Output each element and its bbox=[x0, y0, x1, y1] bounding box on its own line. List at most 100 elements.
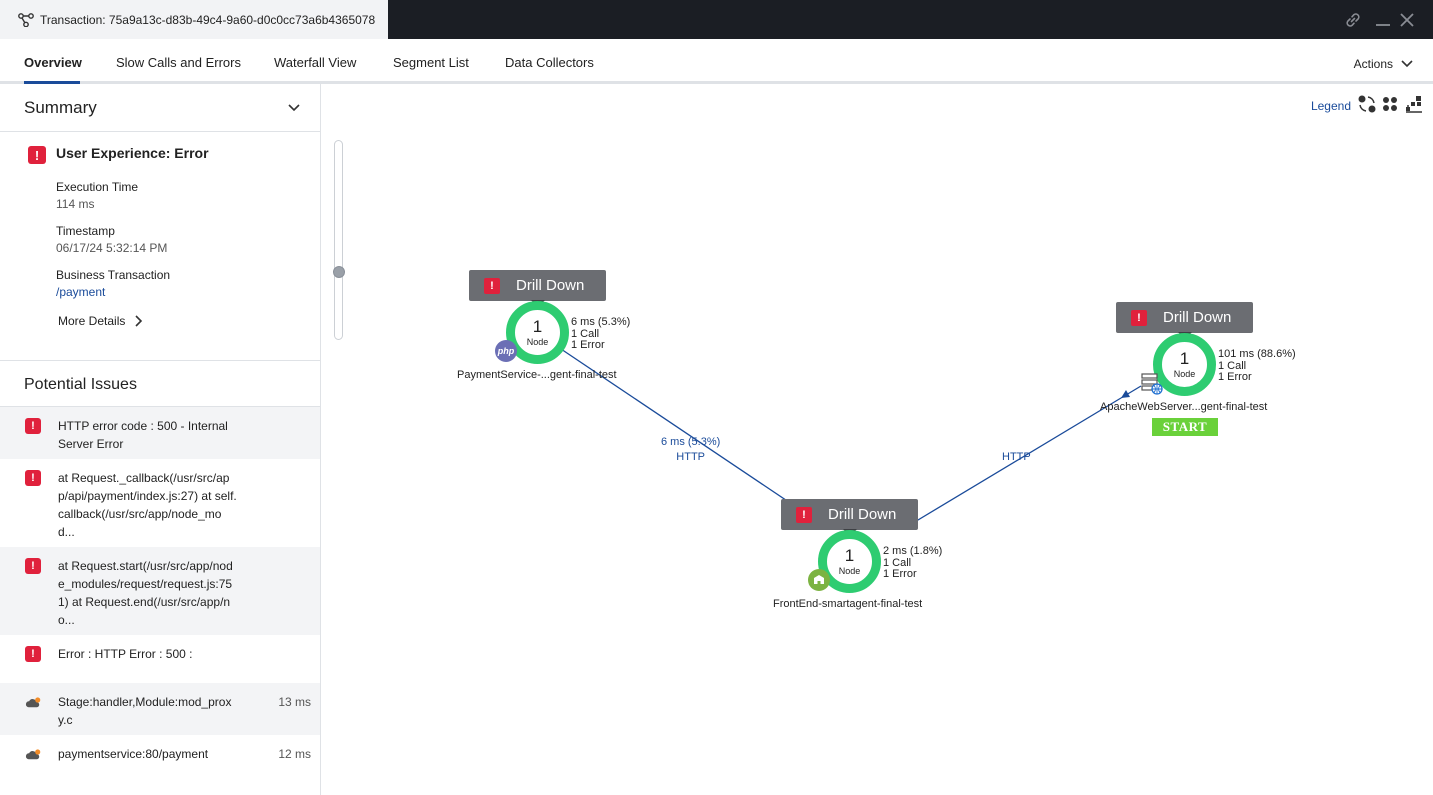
summary-header[interactable]: Summary bbox=[0, 84, 320, 132]
node-stats: 2 ms (1.8%) 1 Call 1 Error bbox=[883, 545, 943, 581]
node-apache[interactable]: 1 Node bbox=[1153, 333, 1216, 396]
flow-map[interactable]: Legend 6 ms (5.3%) HTTP HTTP ! Drill Dow… bbox=[321, 84, 1433, 795]
execution-time-label: Execution Time bbox=[56, 180, 139, 194]
node-time: 6 ms (5.3%) bbox=[571, 316, 631, 328]
business-transaction-link[interactable]: /payment bbox=[56, 285, 106, 299]
issue-item[interactable]: ! at Request.start(/usr/src/app/node_mod… bbox=[0, 547, 320, 635]
chevron-down-icon bbox=[1401, 60, 1413, 68]
drill-down-label: Drill Down bbox=[828, 506, 897, 523]
tab-data-collectors[interactable]: Data Collectors bbox=[505, 55, 594, 70]
error-icon: ! bbox=[484, 277, 500, 294]
node-time: 2 ms (1.8%) bbox=[883, 545, 943, 557]
edge-protocol: HTTP bbox=[1002, 451, 1031, 463]
divider bbox=[0, 406, 320, 407]
link-icon[interactable] bbox=[1342, 9, 1364, 31]
cloud-warning-icon bbox=[25, 749, 41, 760]
issue-time: 13 ms bbox=[278, 695, 311, 709]
execution-time-value: 114 ms bbox=[56, 197, 95, 211]
user-experience: ! User Experience: Error bbox=[28, 145, 209, 164]
drill-down-label: Drill Down bbox=[1163, 309, 1232, 326]
edge-protocol: HTTP bbox=[676, 451, 706, 463]
tab-segment-list[interactable]: Segment List bbox=[393, 55, 469, 70]
drill-down-button[interactable]: ! Drill Down bbox=[781, 499, 918, 536]
layout-auto-icon[interactable] bbox=[1357, 94, 1377, 114]
edge-arrowhead bbox=[1121, 390, 1130, 398]
transaction-icon bbox=[18, 12, 34, 27]
user-experience-title: User Experience: Error bbox=[56, 145, 209, 161]
drill-down-button[interactable]: ! Drill Down bbox=[1116, 302, 1253, 339]
issue-item[interactable]: ! Error : HTTP Error : 500 : bbox=[0, 635, 320, 683]
zoom-slider[interactable] bbox=[334, 140, 343, 340]
node-unit: Node bbox=[838, 566, 861, 576]
error-icon: ! bbox=[796, 506, 812, 523]
edge-label-payment[interactable]: 6 ms (5.3%) HTTP bbox=[661, 435, 720, 465]
business-transaction-label: Business Transaction bbox=[56, 268, 171, 282]
more-details-button[interactable]: More Details bbox=[58, 314, 143, 328]
issue-item[interactable]: ! at Request._callback(/usr/src/app/api/… bbox=[0, 459, 320, 547]
legend-link[interactable]: Legend bbox=[1310, 99, 1351, 113]
issue-text: at Request._callback(/usr/src/app/api/pa… bbox=[58, 471, 237, 539]
actions-menu[interactable]: Actions bbox=[1354, 57, 1413, 71]
edge-frontend-apache bbox=[902, 397, 1122, 530]
tab-overview[interactable]: Overview bbox=[24, 55, 82, 70]
edge-payment-frontend bbox=[560, 348, 827, 528]
flow-edges bbox=[560, 348, 1142, 530]
node-unit: Node bbox=[526, 337, 549, 347]
edge-time: 6 ms (5.3%) bbox=[661, 436, 721, 448]
zoom-slider-handle[interactable] bbox=[333, 266, 345, 278]
timestamp: Timestamp 06/17/24 5:32:14 PM bbox=[56, 224, 167, 255]
issue-item[interactable]: ! HTTP error code : 500 - Internal Serve… bbox=[0, 407, 320, 459]
start-badge: START bbox=[1152, 418, 1218, 436]
drill-down-button[interactable]: ! Drill Down bbox=[469, 270, 606, 307]
layout-tree-icon[interactable] bbox=[1404, 94, 1424, 114]
node-count: 1 bbox=[1179, 349, 1190, 368]
node-errors: 1 Error bbox=[1218, 371, 1252, 383]
tab-slow-calls-errors[interactable]: Slow Calls and Errors bbox=[116, 55, 241, 70]
node-calls: 1 Call bbox=[571, 327, 600, 340]
title-bar: Transaction: 75a9a13c-d83b-49c4-9a60-d0c… bbox=[0, 0, 1433, 39]
web-server-icon bbox=[1141, 373, 1163, 395]
node-errors: 1 Error bbox=[571, 339, 605, 351]
actions-label: Actions bbox=[1353, 57, 1393, 71]
error-icon: ! bbox=[25, 558, 41, 574]
issue-text: paymentservice:80/payment bbox=[58, 747, 209, 761]
more-details-label: More Details bbox=[58, 314, 126, 328]
error-icon: ! bbox=[28, 146, 46, 164]
node-count: 1 bbox=[844, 546, 855, 565]
issue-time: 12 ms bbox=[278, 747, 311, 761]
close-icon[interactable] bbox=[1396, 9, 1418, 31]
issue-item[interactable]: paymentservice:80/payment 12 ms bbox=[0, 735, 320, 775]
node-frontend[interactable]: 1 Node bbox=[818, 530, 881, 593]
window-tab[interactable]: Transaction: 75a9a13c-d83b-49c4-9a60-d0c… bbox=[0, 0, 388, 39]
issue-item[interactable]: Stage:handler,Module:mod_proxy.c 13 ms bbox=[0, 683, 320, 735]
divider bbox=[0, 360, 320, 361]
node-name: FrontEnd-smartagent-final-test bbox=[773, 598, 923, 610]
error-icon: ! bbox=[25, 418, 41, 434]
cloud-warning-icon bbox=[25, 697, 41, 708]
chevron-right-icon bbox=[135, 315, 143, 327]
php-icon: php bbox=[495, 340, 517, 362]
summary-title: Summary bbox=[24, 97, 97, 117]
timestamp-value: 06/17/24 5:32:14 PM bbox=[56, 241, 168, 255]
node-count: 1 bbox=[532, 317, 543, 336]
node-name: ApacheWebServer...gent-final-test bbox=[1100, 401, 1268, 413]
node-calls: 1 Call bbox=[883, 556, 912, 569]
chevron-down-icon bbox=[288, 103, 300, 111]
tab-waterfall-view[interactable]: Waterfall View bbox=[274, 55, 357, 70]
drill-down-label: Drill Down bbox=[516, 277, 585, 294]
error-icon: ! bbox=[1131, 309, 1147, 326]
execution-time: Execution Time 114 ms bbox=[56, 180, 138, 211]
tab-bar: Overview Slow Calls and Errors Waterfall… bbox=[0, 39, 1433, 84]
error-icon: ! bbox=[25, 470, 41, 486]
node-name: PaymentService-...gent-final-test bbox=[457, 369, 617, 381]
layout-grid-icon[interactable] bbox=[1380, 94, 1400, 114]
issue-text: HTTP error code : 500 - Internal Server … bbox=[58, 419, 228, 451]
timestamp-label: Timestamp bbox=[56, 224, 115, 238]
nodejs-icon bbox=[808, 569, 830, 591]
edge-label-apache[interactable]: HTTP bbox=[1002, 450, 1031, 465]
active-tab-indicator bbox=[24, 81, 80, 84]
issue-text: at Request.start(/usr/src/app/node_modul… bbox=[58, 559, 233, 627]
minimize-icon[interactable] bbox=[1372, 9, 1394, 31]
potential-issues-title: Potential Issues bbox=[24, 376, 137, 393]
business-transaction: Business Transaction /payment bbox=[56, 268, 170, 299]
